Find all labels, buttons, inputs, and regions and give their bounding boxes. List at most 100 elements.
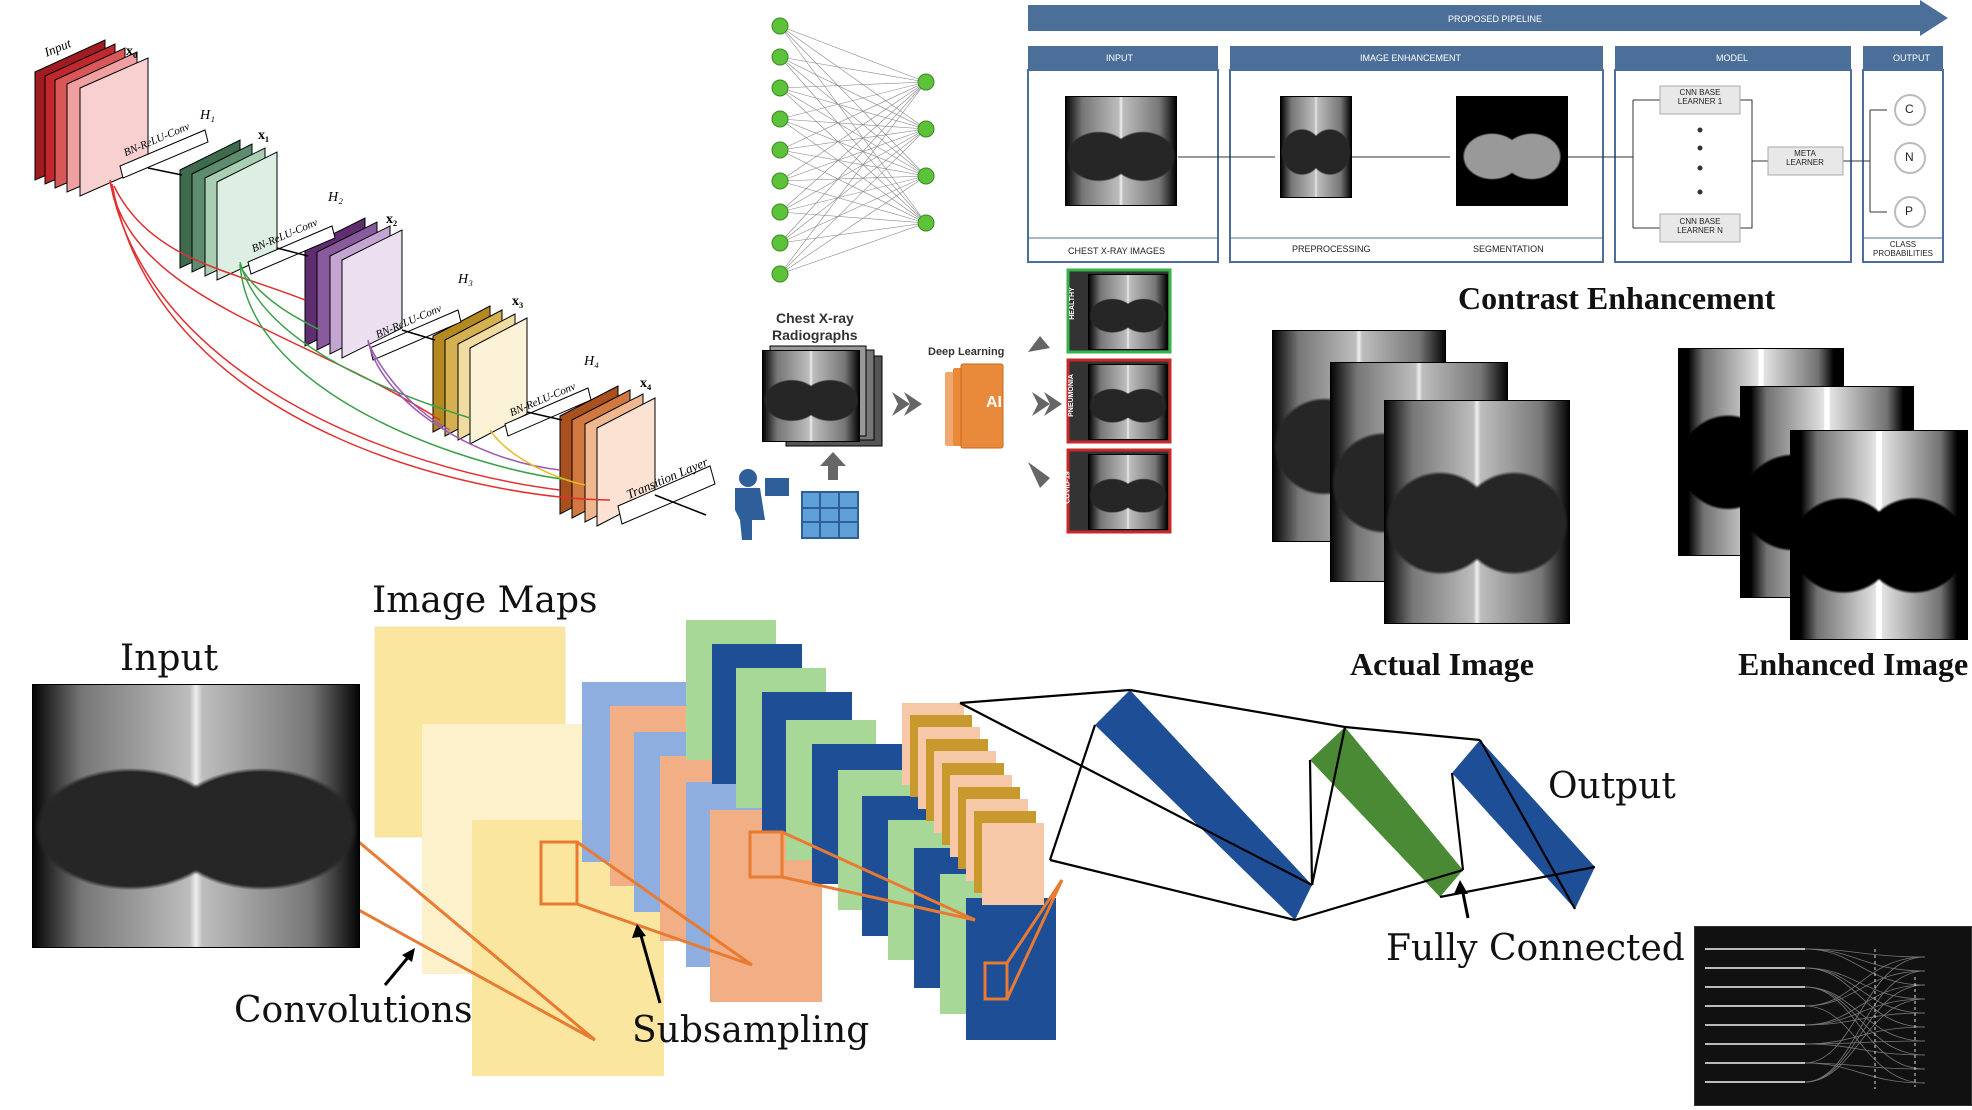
nn-node: [917, 214, 935, 232]
nn-node: [771, 265, 789, 283]
dark-network-thumbnail: [1694, 926, 1972, 1106]
output-c: C: [1905, 102, 1914, 116]
pipeline-enhance-header: IMAGE ENHANCEMENT: [1360, 53, 1462, 63]
densenet-x3-label: x₃: [512, 294, 524, 309]
class-covid-label: COVID-19: [1064, 471, 1072, 504]
deep-learning-label: Deep Learning: [928, 346, 1005, 358]
nn-node: [771, 234, 789, 252]
nn-node: [771, 17, 789, 35]
nn-node: [917, 73, 935, 91]
nn-edge: [779, 56, 927, 224]
nn-edge: [779, 180, 927, 224]
actual-xray-3: [1384, 400, 1570, 624]
block-h3: [432, 305, 528, 445]
thumb-curve: [1804, 1062, 1926, 1070]
cnn-input-label: Input: [120, 638, 219, 679]
learner-1-label: CNN BASE LEARNER 1: [1677, 88, 1723, 106]
thumb-curve: [1804, 984, 1926, 1083]
nn-edge: [779, 56, 927, 177]
nn-edge: [779, 25, 927, 130]
densenet-x4-label: x₄: [640, 376, 652, 391]
subsampling-label: Subsampling: [632, 1010, 870, 1051]
nn-edge: [779, 81, 927, 151]
thumb-curve: [1804, 1040, 1926, 1045]
learner-n-label: CNN BASE LEARNER N: [1677, 217, 1723, 235]
pipeline-model-header: MODEL: [1716, 53, 1749, 63]
pipeline-pre-caption: PREPROCESSING: [1292, 244, 1371, 254]
pipeline-preprocessed-xray: [1280, 96, 1352, 198]
class-pneumonia-xray: [1088, 364, 1168, 440]
ai-xray-image: [762, 350, 860, 442]
thumb-curve: [1804, 948, 1926, 958]
nn-edge: [779, 81, 927, 182]
nn-node: [771, 110, 789, 128]
output-label: Output: [1548, 766, 1676, 807]
output-n: N: [1905, 150, 1914, 164]
nn-edge: [779, 149, 927, 177]
nn-edge: [779, 222, 927, 244]
nn-edge: [779, 87, 927, 130]
densenet-h3-label: H₃: [458, 272, 473, 287]
thumb-curve: [1804, 956, 1926, 1007]
nn-edge: [779, 87, 927, 177]
block-h2: [304, 217, 403, 359]
thumb-curve: [1804, 998, 1926, 1083]
nn-edge: [779, 175, 927, 275]
pipeline-input-caption: CHEST X-RAY IMAGES: [1068, 246, 1166, 256]
nn-edge: [779, 128, 927, 151]
nn-node: [771, 141, 789, 159]
class-covid-xray: [1088, 454, 1168, 530]
nn-edge: [779, 25, 927, 83]
nn-edge: [779, 56, 927, 130]
cnn-diagram: [285, 620, 1596, 1076]
thumb-curve: [1804, 970, 1926, 1083]
thumb-curve: [1804, 956, 1926, 1064]
ai-badge: AI: [986, 394, 1002, 411]
contrast-title: Contrast Enhancement: [1458, 280, 1776, 316]
class-healthy-label: HEALTHY: [1068, 287, 1076, 320]
nn-edge: [779, 128, 927, 244]
nn-edge: [779, 81, 927, 213]
densenet-x1-label: x₁: [258, 128, 270, 143]
thumb-curve: [1804, 1005, 1926, 1084]
nn-edge: [779, 128, 927, 182]
thumb-curve: [1804, 948, 1926, 972]
nn-node: [771, 48, 789, 66]
pipeline-banner: PROPOSED PIPELINE: [1448, 14, 1543, 24]
convolutions-label: Convolutions: [234, 990, 473, 1031]
nn-node: [771, 172, 789, 190]
nn-edge: [779, 81, 927, 275]
densenet-x2-label: x₂: [386, 212, 398, 227]
nn-edge: [779, 175, 927, 213]
nn-node: [771, 79, 789, 97]
densenet-diagram: [34, 39, 716, 527]
nn-edge: [779, 118, 927, 177]
nn-node: [917, 120, 935, 138]
thumb-curve: [1804, 1062, 1926, 1084]
nn-edge: [779, 81, 927, 244]
thumb-curve: [1804, 1043, 1926, 1056]
thumb-curve: [1804, 986, 1926, 1070]
pipeline-input-xray: [1065, 96, 1177, 206]
actual-image-label: Actual Image: [1350, 646, 1534, 682]
nn-edge: [779, 149, 927, 224]
thumb-curve: [1804, 1026, 1926, 1045]
xray-title-1: Chest X-ray: [776, 310, 854, 326]
output-p: P: [1905, 204, 1914, 218]
nn-edge: [779, 128, 927, 213]
neural-network: [771, 17, 935, 283]
nn-edge: [779, 128, 927, 275]
thumb-curve: [1804, 984, 1926, 1026]
thumb-curve: [1804, 998, 1926, 1026]
pipeline-seg-caption: SEGMENTATION: [1473, 244, 1544, 254]
nn-edge: [779, 87, 927, 224]
densenet-h2-label: H₂: [328, 190, 343, 205]
nn-edge: [779, 175, 927, 244]
nn-edge: [779, 81, 927, 120]
pipeline-segmentation: [1456, 96, 1568, 206]
cnn-input-xray: [32, 684, 360, 948]
enhanced-image-label: Enhanced Image: [1738, 646, 1969, 682]
image-maps-label: Image Maps: [372, 580, 598, 621]
fully-connected-label: Fully Connected: [1386, 928, 1685, 969]
pipeline-output-header: OUTPUT: [1893, 53, 1930, 63]
